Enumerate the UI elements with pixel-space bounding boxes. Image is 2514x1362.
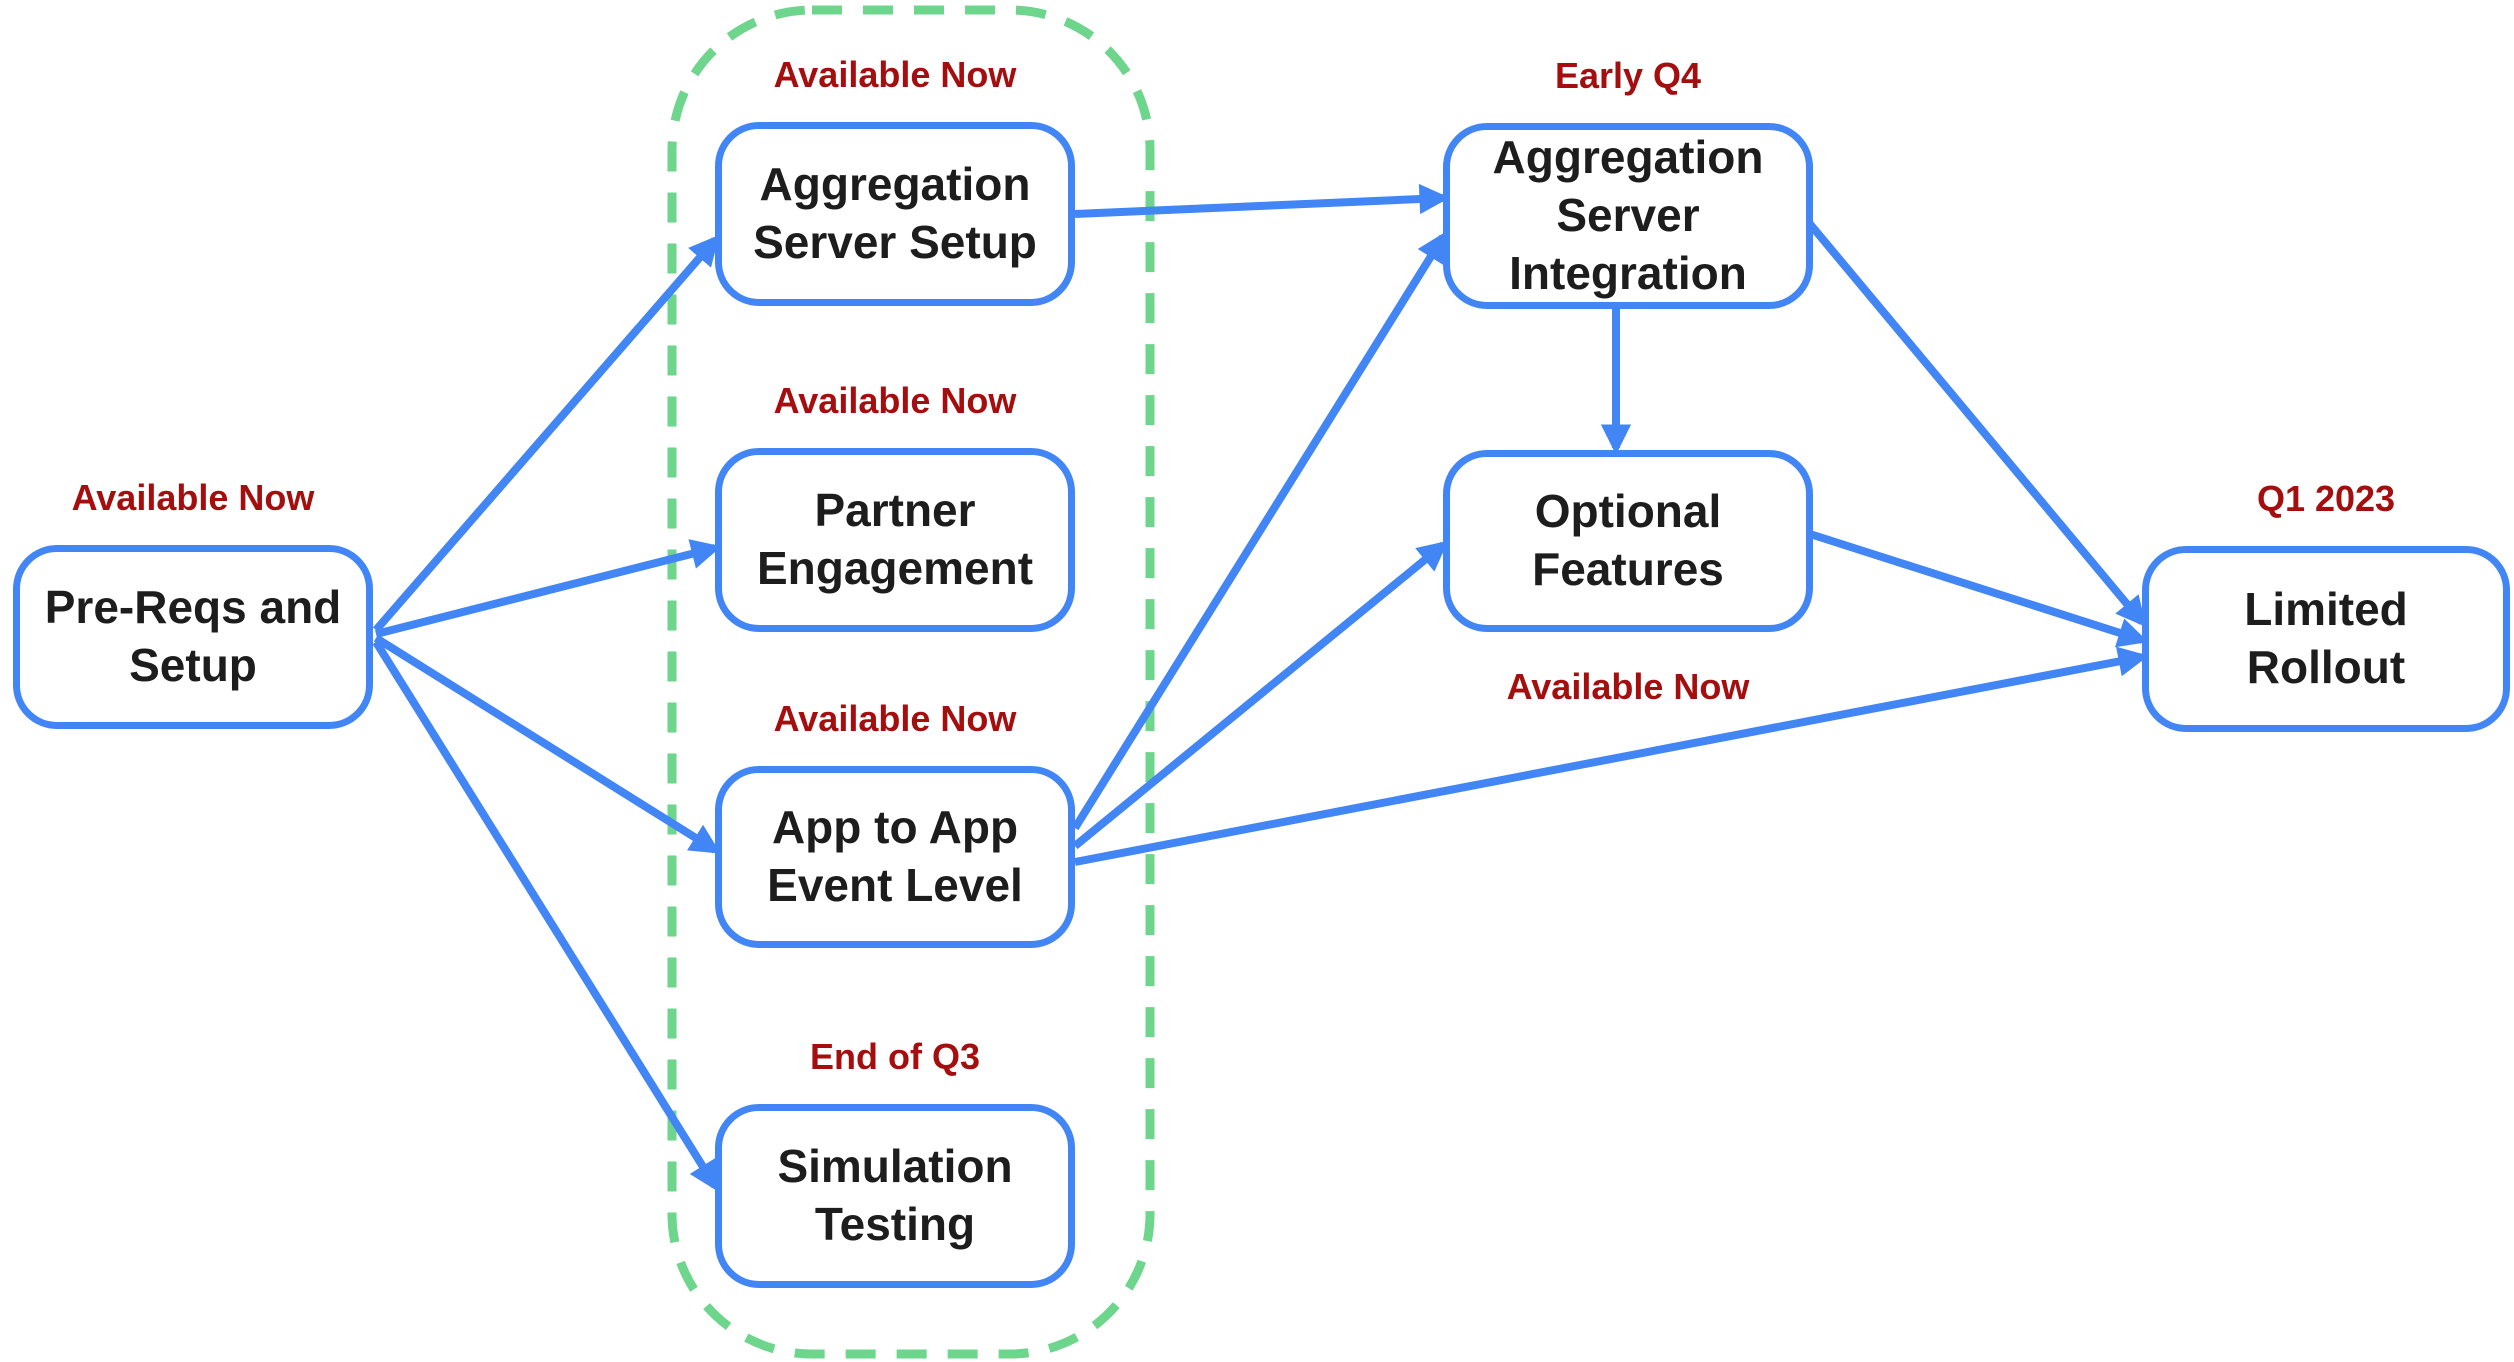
edge-aggregation-server-setup-to-aggregation-server-integration <box>1074 183 1450 218</box>
status-label-limited-rollout: Q1 2023 <box>2256 478 2396 519</box>
edge-app-to-app-event-level-to-optional-features <box>1072 540 1449 850</box>
status-label-partner-engagement: Available Now <box>773 380 1017 421</box>
status-label-aggregation-server-integration: Early Q4 <box>1554 55 1702 96</box>
status-label-optional-features: Available Now <box>1506 666 1750 707</box>
edge-aggregation-server-integration-to-limited-rollout <box>1806 221 2147 628</box>
edge-pre-reqs-to-app-to-app-event-level <box>373 634 721 854</box>
edge-pre-reqs-to-simulation-testing <box>372 639 719 1192</box>
edge-app-to-app-event-level-to-aggregation-server-integration <box>1071 231 1447 831</box>
available-now-group-outline <box>667 5 1155 1359</box>
node-app-to-app-event-level: App to App Event Level <box>715 766 1075 948</box>
status-label-app-to-app-event-level: Available Now <box>773 698 1017 739</box>
node-aggregation-server-setup: Aggregation Server Setup <box>715 122 1075 306</box>
node-aggregation-server-integration: Aggregation Server Integration <box>1443 123 1813 309</box>
node-optional-features: Optional Features <box>1443 450 1813 632</box>
node-limited-rollout: Limited Rollout <box>2142 546 2510 732</box>
edge-pre-reqs-to-partner-engagement <box>375 539 722 638</box>
node-partner-engagement: Partner Engagement <box>715 448 1075 632</box>
node-pre-reqs: Pre-Reqs and Setup <box>13 545 373 729</box>
edge-optional-features-to-limited-rollout <box>1808 530 2149 648</box>
status-label-aggregation-server-setup: Available Now <box>773 54 1017 95</box>
status-label-simulation-testing: End of Q3 <box>810 1036 980 1077</box>
node-simulation-testing: Simulation Testing <box>715 1104 1075 1288</box>
status-label-pre-reqs: Available Now <box>71 477 315 518</box>
edge-pre-reqs-to-aggregation-server-setup <box>372 234 720 633</box>
edge-app-to-app-event-level-to-limited-rollout <box>1074 646 2149 866</box>
